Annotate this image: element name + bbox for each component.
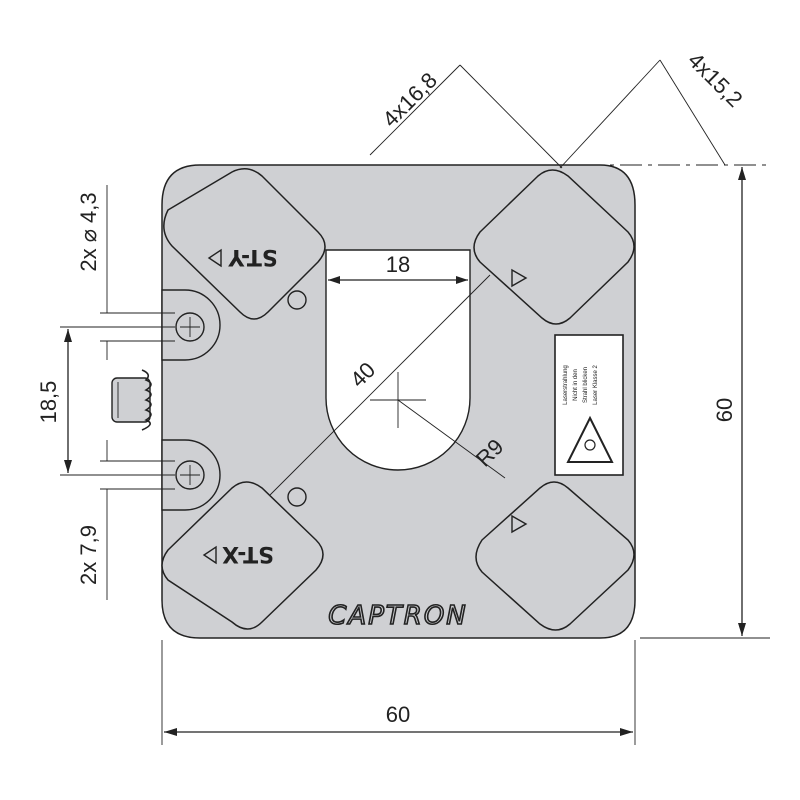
cable-connector	[111, 369, 152, 431]
dim-top-diag-2: 4x15,2	[683, 48, 747, 112]
svg-text:Strahl blicken: Strahl blicken	[583, 367, 589, 403]
sensor-pad-top-left	[163, 168, 326, 320]
indicator-circle-top	[287, 290, 307, 310]
svg-text:Laser Klasse 2: Laser Klasse 2	[593, 365, 599, 405]
dim-hole-diameter: 2x ⌀ 4,3	[76, 192, 101, 271]
pad-label-st-x: ST-X	[222, 541, 274, 566]
pad-label-st-y: ST-Y	[227, 244, 278, 269]
dim-top-diag-1: 4x16,8	[378, 68, 442, 132]
indicator-circle-bottom	[287, 487, 307, 507]
brand-logo: CAPTRON	[328, 601, 467, 631]
dim-height: 60	[712, 398, 737, 422]
svg-text:Laserstrahlung: Laserstrahlung	[563, 365, 569, 405]
triangle-marker-top-right	[511, 268, 528, 288]
dim-lower: 2x 7,9	[76, 525, 101, 585]
svg-text:Nicht in den: Nicht in den	[573, 369, 579, 401]
sensor-pad-bottom-left	[161, 481, 324, 630]
dim-slot-width: 18	[386, 252, 410, 277]
dim-pitch: 18,5	[36, 381, 61, 424]
dim-width: 60	[386, 702, 410, 727]
triangle-marker-bottom-right	[511, 514, 528, 534]
laser-warning-label: Laserstrahlung Nicht in den Strahl blick…	[554, 334, 624, 476]
sensor-pad-bottom-right	[475, 481, 635, 631]
center-slot	[325, 249, 471, 471]
